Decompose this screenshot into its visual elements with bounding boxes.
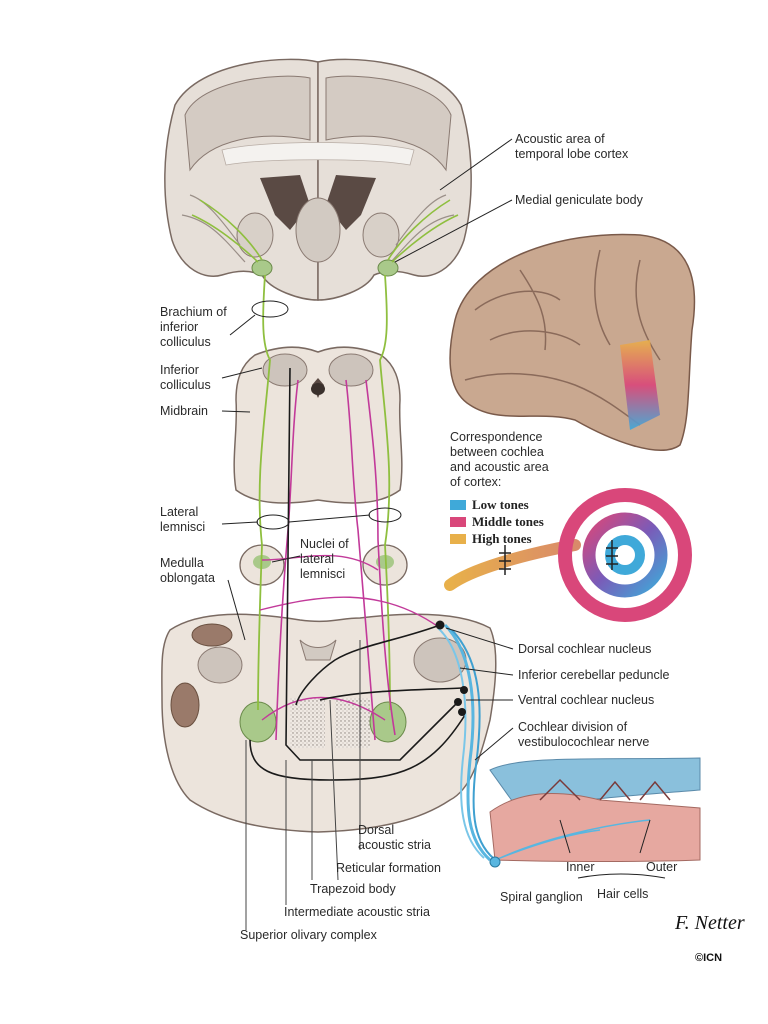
legend-swatch-low bbox=[450, 500, 466, 510]
label-spiral-ganglion: Spiral ganglion bbox=[500, 890, 583, 904]
coronal-brain-section bbox=[164, 58, 472, 301]
label-acoustic-area: Acoustic area of temporal lobe cortex bbox=[515, 132, 628, 162]
legend-label-low: Low tones bbox=[472, 497, 529, 512]
label-acoustic-area-line2: temporal lobe cortex bbox=[515, 147, 629, 161]
label-cochlear-division-line1: Cochlear division of bbox=[518, 720, 628, 734]
label-lateral-lemnisci-line1: Lateral bbox=[160, 505, 199, 519]
label-outer-hair-cells: Outer bbox=[646, 860, 678, 874]
organ-of-corti bbox=[489, 757, 701, 868]
publisher-mark: ©ICN bbox=[695, 952, 723, 964]
label-acoustic-area-line1: Acoustic area of bbox=[515, 132, 605, 146]
label-brachium-line3: colliculus bbox=[160, 335, 211, 349]
green-pathway-left bbox=[257, 274, 271, 711]
label-brachium: Brachium of inferior colliculus bbox=[160, 305, 227, 350]
auditory-pathways bbox=[245, 274, 466, 930]
label-nuclei-line3: lemnisci bbox=[300, 567, 346, 581]
label-superior-olivary-complex: Superior olivary complex bbox=[240, 928, 377, 942]
label-dorsal-cochlear-nucleus: Dorsal cochlear nucleus bbox=[518, 642, 652, 656]
label-inferior-colliculus: Inferior colliculus bbox=[160, 363, 211, 393]
label-medulla-line1: Medulla bbox=[160, 556, 204, 570]
cochlea-spiral bbox=[444, 488, 692, 622]
label-reticular-formation: Reticular formation bbox=[336, 861, 441, 875]
label-brachium-line1: Brachium of bbox=[160, 305, 227, 319]
label-dorsal-acoustic-stria-line1: Dorsal bbox=[358, 823, 395, 837]
label-inferior-cerebellar-peduncle: Inferior cerebellar peduncle bbox=[518, 668, 670, 682]
label-correspondence-line1: Correspondence bbox=[450, 430, 543, 444]
label-cochlear-division-line2: vestibulocochlear nerve bbox=[518, 735, 650, 749]
label-correspondence-line3: and acoustic area bbox=[450, 460, 549, 474]
label-nuclei-line2: lateral bbox=[300, 552, 335, 566]
label-brachium-line2: inferior bbox=[160, 320, 199, 334]
label-lateral-lemnisci-line2: lemnisci bbox=[160, 520, 206, 534]
label-dorsal-acoustic-stria: Dorsal acoustic stria bbox=[358, 823, 431, 853]
midbrain-section bbox=[233, 346, 403, 504]
leader-lines bbox=[221, 138, 666, 879]
label-hair-cells: Hair cells bbox=[597, 887, 649, 901]
label-medulla-line2: oblongata bbox=[160, 571, 215, 585]
magenta-crossings bbox=[259, 554, 441, 721]
label-trapezoid-body: Trapezoid body bbox=[310, 882, 396, 896]
label-cochlear-division: Cochlear division of vestibulocochlear n… bbox=[518, 720, 649, 750]
label-lateral-lemnisci: Lateral lemnisci bbox=[160, 505, 205, 535]
medulla-section bbox=[161, 613, 497, 833]
label-inner-hair-cells: Inner bbox=[566, 860, 595, 874]
legend-label-middle: Middle tones bbox=[472, 514, 544, 529]
cochlear-nerve bbox=[435, 620, 499, 863]
label-medial-geniculate: Medial geniculate body bbox=[515, 193, 643, 207]
label-correspondence: Correspondence between cochlea and acous… bbox=[450, 430, 549, 490]
lateral-brain-view bbox=[449, 233, 696, 451]
label-inferior-colliculus-line2: colliculus bbox=[160, 378, 211, 392]
label-inferior-colliculus-line1: Inferior bbox=[160, 363, 199, 377]
label-nuclei-lateral-lemnisci: Nuclei of lateral lemnisci bbox=[300, 537, 349, 582]
green-pathway-right bbox=[379, 274, 391, 711]
legend-swatch-high bbox=[450, 534, 466, 544]
label-dorsal-acoustic-stria-line2: acoustic stria bbox=[358, 838, 431, 852]
label-midbrain: Midbrain bbox=[160, 404, 208, 418]
label-correspondence-line2: between cochlea bbox=[450, 445, 544, 459]
label-ventral-cochlear-nucleus: Ventral cochlear nucleus bbox=[518, 693, 655, 707]
legend-label-high: High tones bbox=[472, 531, 532, 546]
legend-swatch-middle bbox=[450, 517, 466, 527]
artist-signature: F. Netter bbox=[675, 912, 745, 934]
label-correspondence-line4: of cortex: bbox=[450, 475, 502, 489]
label-nuclei-line1: Nuclei of bbox=[300, 537, 349, 551]
label-intermediate-acoustic-stria: Intermediate acoustic stria bbox=[284, 905, 430, 919]
label-medulla: Medulla oblongata bbox=[160, 556, 215, 586]
